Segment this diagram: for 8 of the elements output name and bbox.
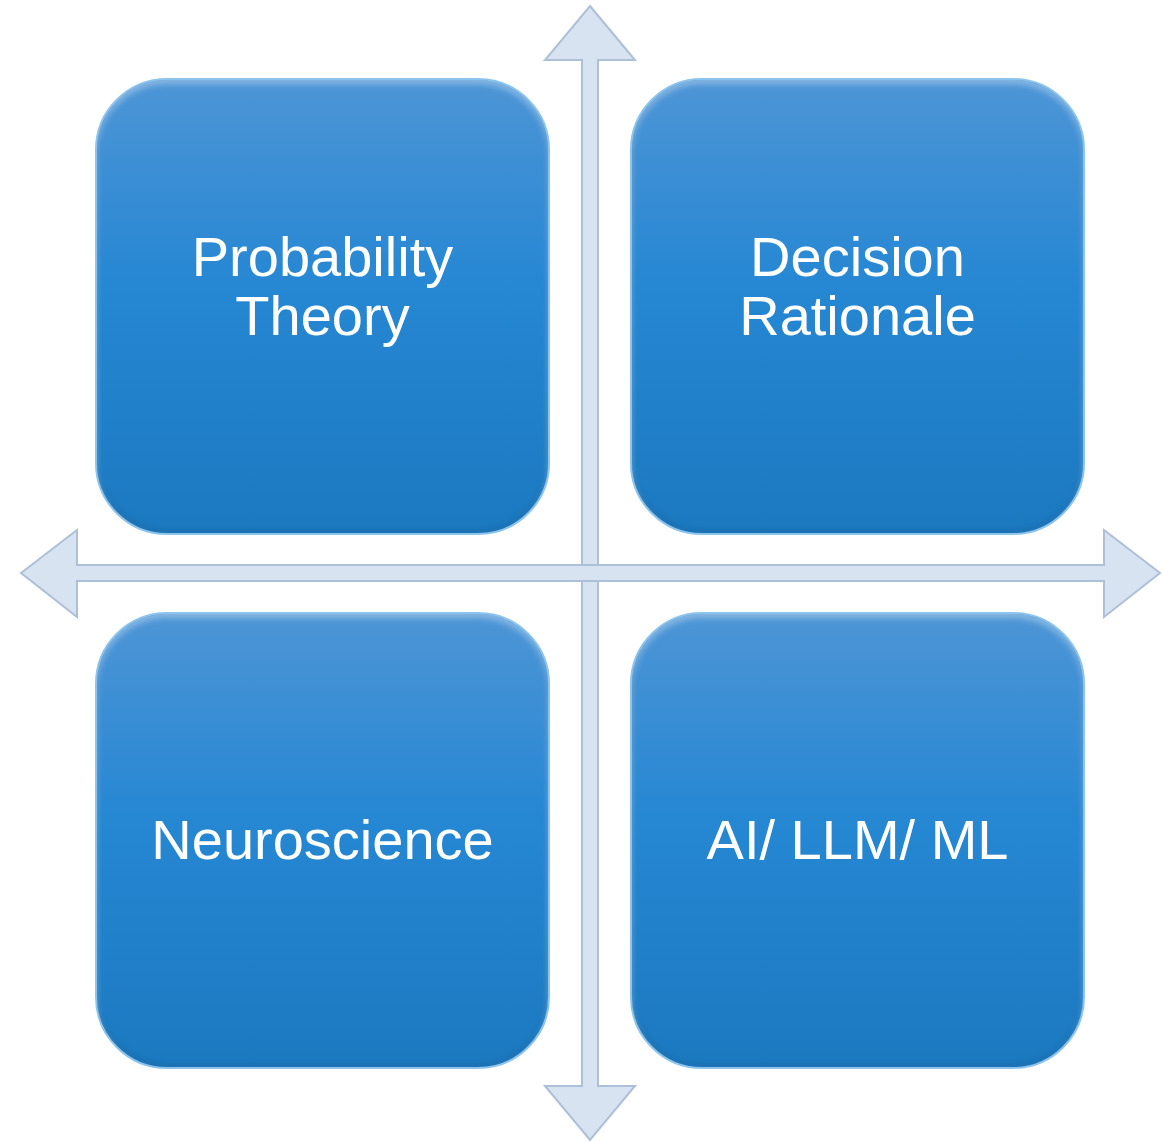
rounded-box (95, 78, 550, 535)
box-label: Decision Rationale (738, 227, 977, 346)
rounded-box (630, 612, 1085, 1069)
rounded-box (630, 78, 1085, 535)
box-label: Probability Theory (190, 227, 455, 346)
rounded-box (95, 612, 550, 1069)
box-label: AI/ LLM/ ML (706, 811, 1009, 870)
box-label: Neuroscience (151, 811, 494, 870)
